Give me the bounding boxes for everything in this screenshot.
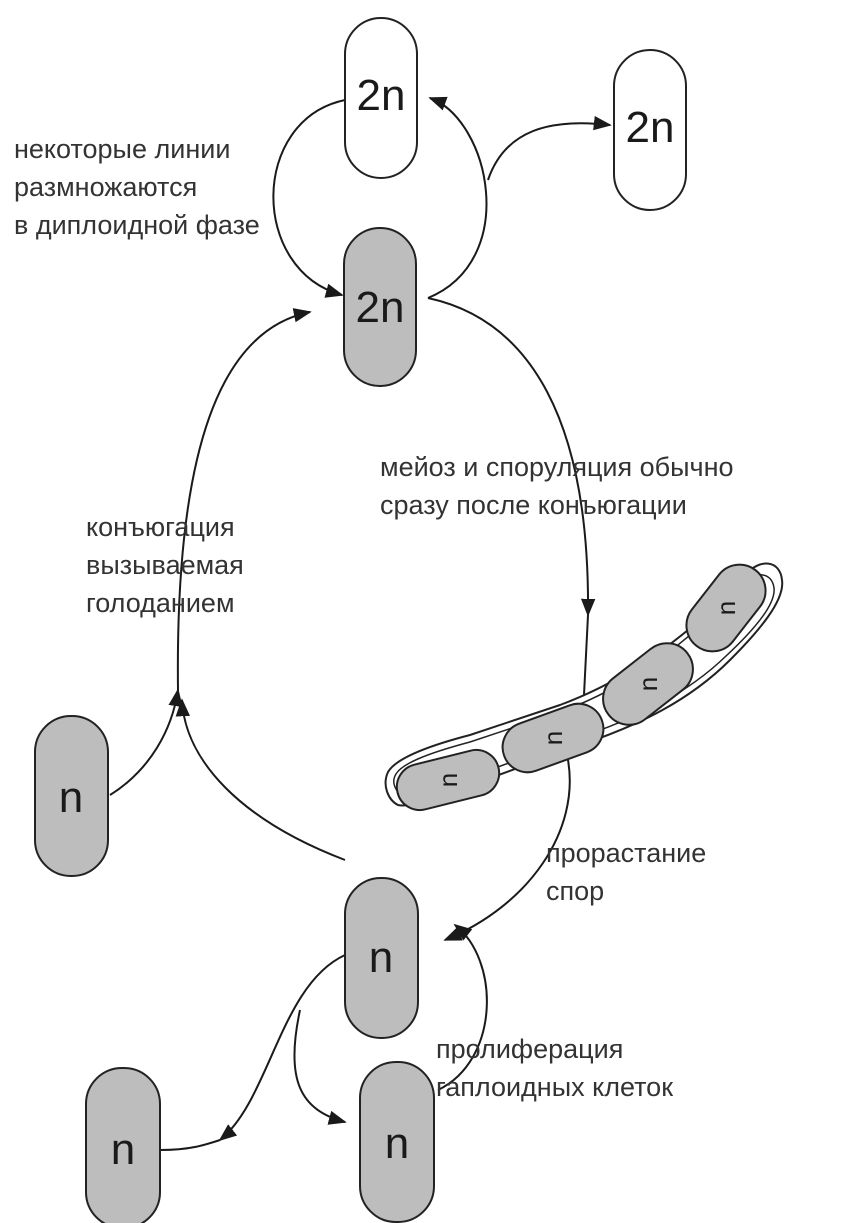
cell-diploid-top-label: 2n [357,71,406,120]
cell-haploid-left: n [35,716,108,876]
caption-proliferation: пролиферация гаплоидных клеток [436,1034,673,1102]
caption-meiosis-1: мейоз и споруляция обычно [380,452,734,482]
arrow-conjugation-up [178,312,310,690]
spore-2: n [496,697,611,780]
caption-meiosis-2: сразу после конъюгации [380,490,687,520]
cell-haploid-bottom-right-label: n [385,1119,409,1168]
caption-diploid-lines-2: размножаются [14,172,197,202]
caption-conjugation: конъюгация вызываемая голоданием [86,512,244,618]
cell-haploid-bottom-left-label: n [111,1125,135,1174]
caption-germination-2: спор [546,876,604,906]
spore-3-label: n [633,677,663,691]
caption-conjugation-3: голоданием [86,588,235,618]
spore-2-label: n [538,731,568,745]
spore-4: n [676,554,776,662]
arrow-proliferation-up [438,925,487,1090]
arrow-diploid-loop-up [428,98,486,298]
caption-diploid-lines-3: в диплоидной фазе [14,210,260,240]
caption-proliferation-2: гаплоидных клеток [436,1072,673,1102]
caption-diploid-lines-1: некоторые линии [14,134,230,164]
spore-4-label: n [711,601,741,615]
caption-meiosis: мейоз и споруляция обычно сразу после ко… [380,452,734,520]
arrow-center-to-conjugation [182,700,345,860]
arrow-bottom-left-link [160,1140,220,1150]
arrow-conjugation-left [110,690,178,795]
arrow-meiosis-tail [584,615,588,695]
cell-diploid-zygote: 2n [344,228,416,386]
arrow-diploid-loop-down [273,100,345,295]
caption-germination-1: прорастание [546,838,706,868]
cell-diploid-right: 2n [614,50,686,210]
arrow-proliferation-right [294,1010,345,1122]
caption-conjugation-1: конъюгация [86,512,235,542]
caption-germination: прорастание спор [546,838,706,906]
spore-1-label: n [433,773,463,787]
cell-haploid-bottom-left: n [86,1068,160,1223]
cell-diploid-right-label: 2n [626,103,675,152]
cell-haploid-center-label: n [369,933,393,982]
caption-conjugation-2: вызываемая [86,550,244,580]
cell-haploid-bottom-right: n [360,1062,434,1222]
arrow-proliferation-left [220,955,345,1140]
cell-diploid-top: 2n [345,18,417,178]
cell-diploid-zygote-label: 2n [356,283,405,332]
caption-diploid-lines: некоторые линии размножаются в диплоидно… [14,134,260,240]
cell-haploid-center: n [345,878,418,1038]
arrow-to-right-diploid [488,123,610,180]
spore-3: n [593,633,704,736]
caption-proliferation-1: пролиферация [436,1034,623,1064]
cell-haploid-left-label: n [59,773,83,822]
